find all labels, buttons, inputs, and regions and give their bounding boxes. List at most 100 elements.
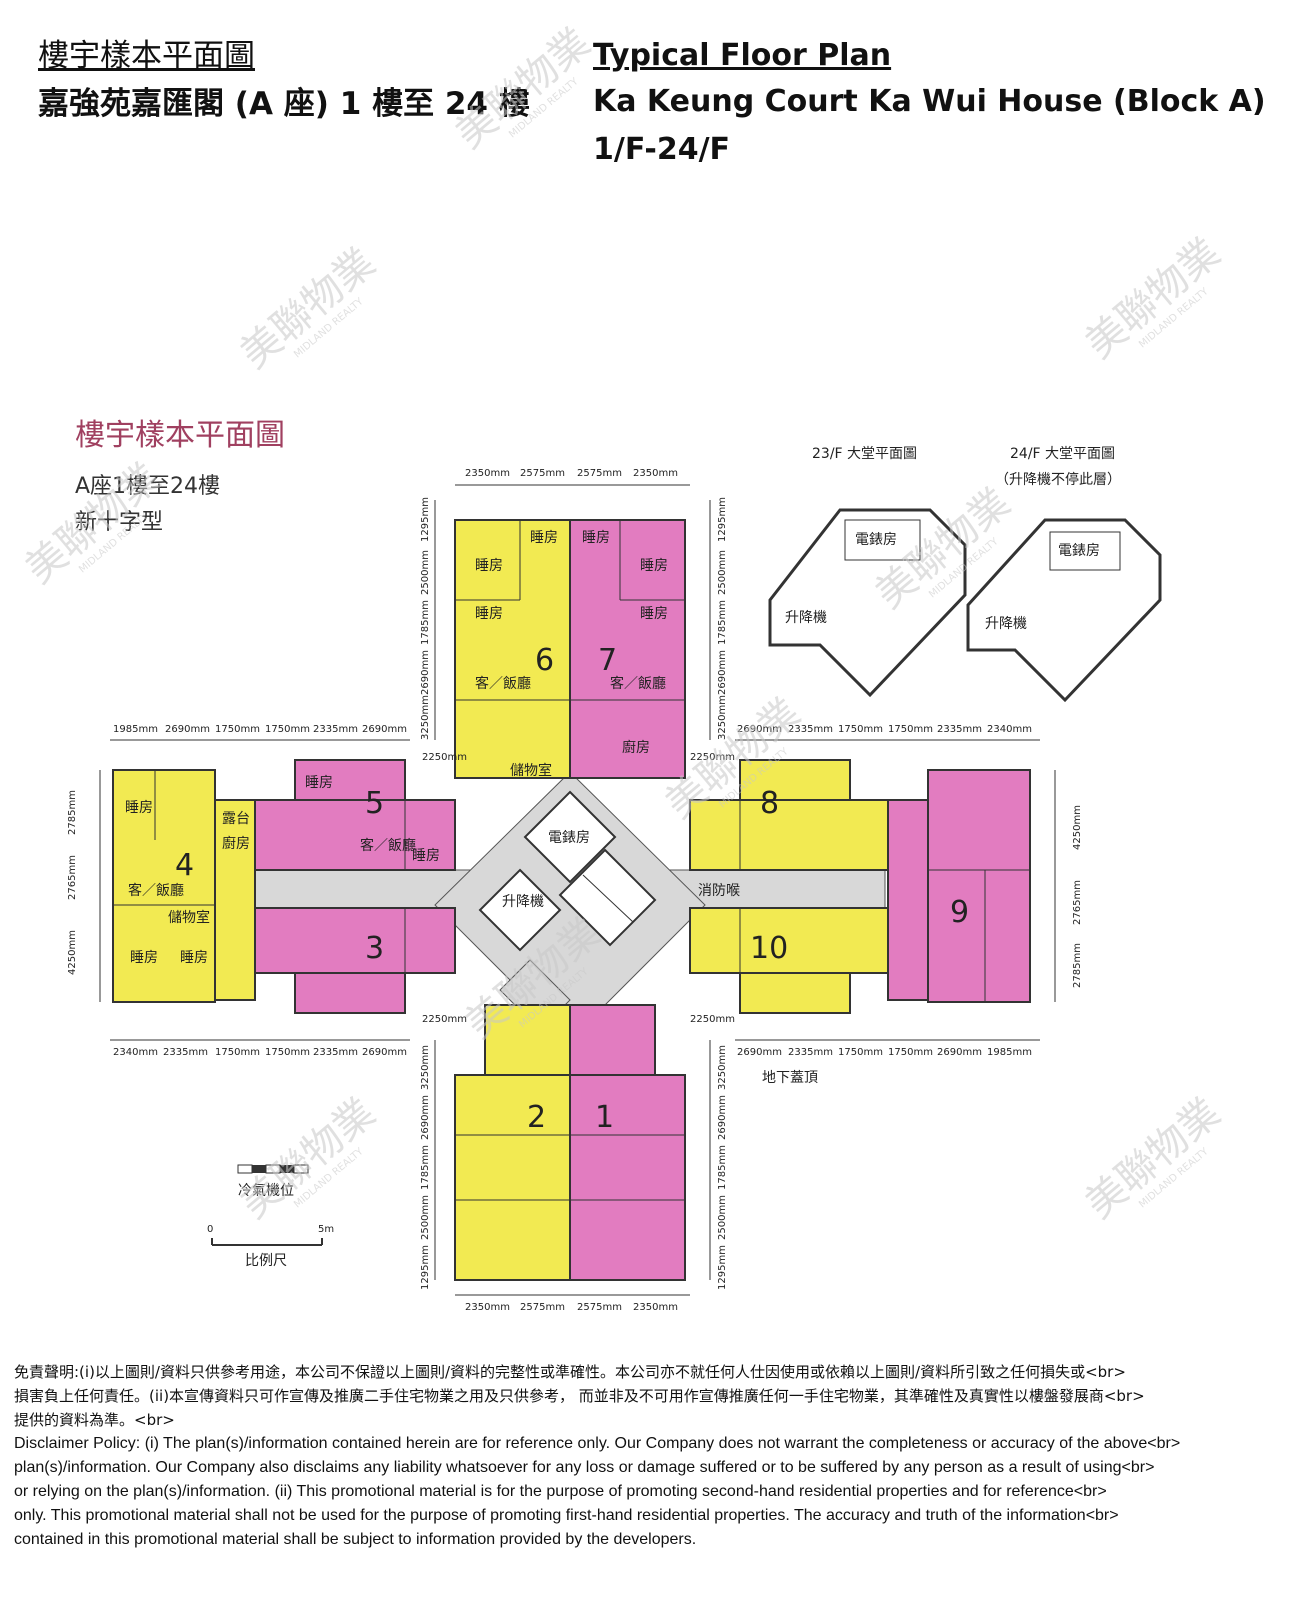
basement-roof-label: 地下蓋頂 bbox=[762, 1070, 818, 1086]
lobby-24f-lift: 升降機 bbox=[985, 616, 1027, 632]
dim-al-1: 3250mm bbox=[420, 1045, 431, 1090]
watermark-3-en: MIDLAND REALTY bbox=[1137, 286, 1211, 351]
dim-au-4: 2690mm bbox=[420, 650, 431, 695]
lobby-24f-note: （升降機不停此層） bbox=[995, 471, 1121, 488]
unit-2-number: 2 bbox=[527, 1100, 546, 1135]
unit-4-kitchen: 廚房 bbox=[222, 835, 250, 852]
dim-corr-4: 2250mm bbox=[690, 1014, 735, 1025]
dim-ur-6: 2340mm bbox=[987, 724, 1032, 735]
zh-subtitle: 嘉強苑嘉匯閣 (A 座) 1 樓至 24 樓 bbox=[38, 86, 530, 122]
dim-corr-3: 2250mm bbox=[422, 1014, 467, 1025]
dim-ls-2: 2765mm bbox=[67, 855, 78, 900]
dim-bottom-1: 2350mm bbox=[465, 1302, 510, 1313]
watermark-2-zh: 美聯物業 bbox=[232, 240, 384, 378]
unit-7-number: 7 bbox=[598, 643, 617, 678]
dim-ll-3: 1750mm bbox=[215, 1047, 260, 1058]
dims-left-side: 2785mm 2765mm 4250mm bbox=[67, 790, 78, 975]
disclaimer-en-2: plan(s)/information. Our Company also di… bbox=[14, 1459, 1155, 1476]
dim-top-4: 2350mm bbox=[633, 468, 678, 479]
unit-6-bedroom-c: 睡房 bbox=[475, 606, 503, 622]
dims-corridor: 2250mm 2250mm 2250mm 2250mm bbox=[422, 752, 735, 1025]
disclaimer-zh-2: 損害負上任何責任。(ii)本宣傳資料只可作宣傳及推廣二手住宅物業之用及只供參考，… bbox=[14, 1387, 1145, 1405]
dim-au-3: 1785mm bbox=[420, 600, 431, 645]
dim-au-1: 1295mm bbox=[420, 497, 431, 542]
dim-ul-4: 1750mm bbox=[265, 724, 310, 735]
dim-al-r3: 1785mm bbox=[717, 1145, 728, 1190]
dim-ll-6: 2690mm bbox=[362, 1047, 407, 1058]
unit-6: 6 客／飯廳 睡房 睡房 睡房 儲物室 bbox=[454, 519, 571, 779]
plan-block-floors: A座1樓至24樓 bbox=[75, 474, 220, 499]
unit-4: 4 客／飯廳 睡房 睡房 睡房 儲物室 露台 廚房 bbox=[112, 769, 256, 1003]
scale-bar: 0 5m 比例尺 bbox=[207, 1224, 334, 1269]
dims-lower-left: 2340mm 2335mm 1750mm 1750mm 2335mm 2690m… bbox=[113, 1047, 407, 1058]
unit-1-number: 1 bbox=[595, 1100, 614, 1135]
electric-room-label: 電錶房 bbox=[548, 830, 590, 846]
unit-4-bedroom-a: 睡房 bbox=[125, 800, 153, 816]
unit-1: 1 bbox=[569, 1004, 686, 1281]
unit-10-number: 10 bbox=[750, 931, 788, 966]
dim-al-r4: 2500mm bbox=[717, 1195, 728, 1240]
fire-hose-label: 消防喉 bbox=[698, 883, 740, 899]
dim-au-r1: 1295mm bbox=[717, 497, 728, 542]
unit-7-bedroom-c: 睡房 bbox=[640, 606, 668, 622]
unit-7-living: 客／飯廳 bbox=[610, 675, 666, 692]
dim-lr-6: 1985mm bbox=[987, 1047, 1032, 1058]
unit-5-number: 5 bbox=[365, 786, 384, 821]
lobby-23f: 23/F 大堂平面圖 電錶房 升降機 bbox=[768, 446, 967, 698]
unit-8: 8 bbox=[689, 759, 889, 871]
dims-right-side: 4250mm 2765mm 2785mm bbox=[1072, 805, 1083, 988]
dim-ul-3: 1750mm bbox=[215, 724, 260, 735]
unit-6-bedroom-a: 睡房 bbox=[530, 530, 558, 546]
plan-title: 樓宇樣本平面圖 bbox=[75, 418, 285, 453]
dim-bottom-4: 2350mm bbox=[633, 1302, 678, 1313]
dim-ur-2: 2335mm bbox=[788, 724, 833, 735]
dim-ul-5: 2335mm bbox=[313, 724, 358, 735]
unit-5-bedroom-a: 睡房 bbox=[305, 775, 333, 791]
dim-au-r5: 3250mm bbox=[717, 695, 728, 740]
unit-3: 3 bbox=[254, 907, 456, 1014]
dim-ur-5: 2335mm bbox=[937, 724, 982, 735]
dim-al-5: 1295mm bbox=[420, 1245, 431, 1290]
unit-7-bedroom-b: 睡房 bbox=[640, 558, 668, 574]
dim-bottom-3: 2575mm bbox=[577, 1302, 622, 1313]
dim-ul-6: 2690mm bbox=[362, 724, 407, 735]
unit-4-number: 4 bbox=[175, 848, 194, 883]
dim-rs-1: 4250mm bbox=[1072, 805, 1083, 850]
dim-ur-1: 2690mm bbox=[737, 724, 782, 735]
unit-4-balcony: 露台 bbox=[222, 811, 250, 827]
dim-ul-1: 1985mm bbox=[113, 724, 158, 735]
dim-al-3: 1785mm bbox=[420, 1145, 431, 1190]
dim-au-r3: 1785mm bbox=[717, 600, 728, 645]
dim-au-2: 2500mm bbox=[420, 550, 431, 595]
core: 電錶房 升降機 消防喉 bbox=[478, 790, 740, 952]
dim-ls-1: 2785mm bbox=[67, 790, 78, 835]
lobby-23f-electric: 電錶房 bbox=[855, 532, 897, 548]
dim-al-r1: 3250mm bbox=[717, 1045, 728, 1090]
lift-label: 升降機 bbox=[502, 894, 544, 910]
dim-au-r4: 2690mm bbox=[717, 650, 728, 695]
dim-rs-2: 2765mm bbox=[1072, 880, 1083, 925]
lobby-23f-title: 23/F 大堂平面圖 bbox=[812, 446, 917, 462]
unit-5-bedroom-b: 睡房 bbox=[412, 848, 440, 864]
dim-bottom-2: 2575mm bbox=[520, 1302, 565, 1313]
dim-ul-2: 2690mm bbox=[165, 724, 210, 735]
dim-ll-4: 1750mm bbox=[265, 1047, 310, 1058]
unit-9-number: 9 bbox=[950, 895, 969, 930]
disclaimer-zh-1: 免責聲明:(i)以上圖則/資料只供參考用途，本公司不保證以上圖則/資料的完整性或… bbox=[14, 1363, 1126, 1381]
dim-top-1: 2350mm bbox=[465, 468, 510, 479]
dim-lr-4: 1750mm bbox=[888, 1047, 933, 1058]
dims-top: 2350mm 2575mm 2575mm 2350mm bbox=[465, 468, 678, 479]
dim-top-3: 2575mm bbox=[577, 468, 622, 479]
disclaimer-en-4: only. This promotional material shall no… bbox=[14, 1507, 1119, 1524]
unit-4-bedroom-c: 睡房 bbox=[180, 950, 208, 966]
unit-6-living: 客／飯廳 bbox=[475, 675, 531, 692]
scale-zero: 0 bbox=[207, 1224, 213, 1235]
zh-title: 樓宇樣本平面圖 bbox=[38, 38, 255, 74]
dim-top-2: 2575mm bbox=[520, 468, 565, 479]
unit-7-bedroom-a: 睡房 bbox=[582, 530, 610, 546]
ac-legend: 冷氣機位 bbox=[237, 1164, 309, 1199]
dims-arm-upper: 1295mm 2500mm 1785mm 2690mm 3250mm 1295m… bbox=[420, 497, 728, 740]
unit-6-storeroom: 儲物室 bbox=[510, 762, 552, 779]
dims-upper-right: 2690mm 2335mm 1750mm 1750mm 2335mm 2340m… bbox=[737, 724, 1032, 735]
watermark-2: 美聯物業 MIDLAND REALTY bbox=[232, 240, 384, 378]
